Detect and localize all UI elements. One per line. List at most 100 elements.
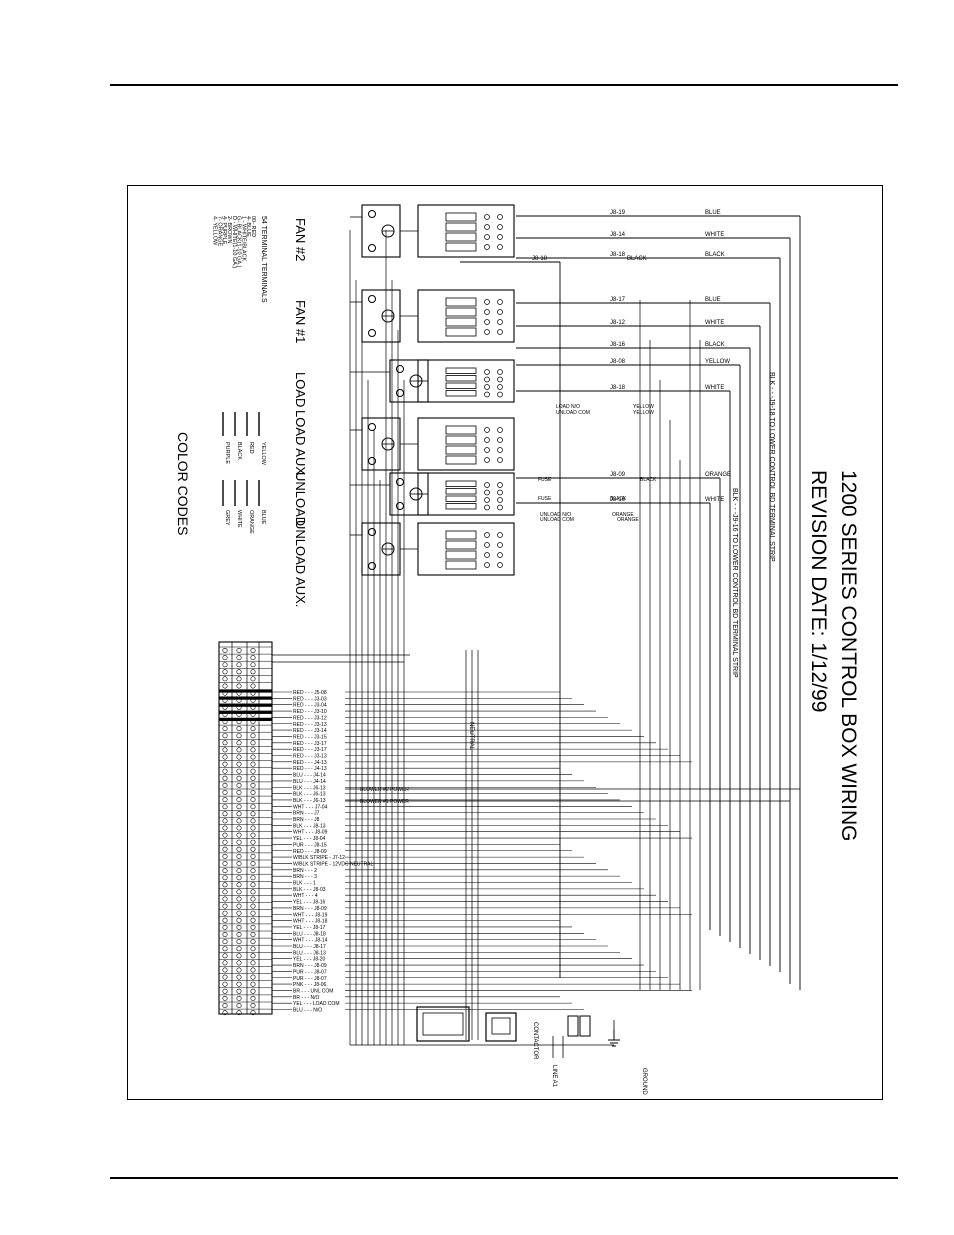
mid-label: UNLOAD COM — [556, 410, 590, 416]
terminal-cell-b — [236, 768, 242, 774]
terminal-cell-b — [236, 917, 242, 923]
terminal-row-label: YEL - - - J8-04 — [293, 836, 326, 842]
contact-slot — [445, 530, 477, 540]
terminal-screw — [368, 562, 376, 570]
terminal-row-label: RED - - - J4-13 — [293, 766, 327, 772]
relay-1 — [350, 204, 515, 258]
contact-screw — [497, 384, 503, 390]
contact-screw — [497, 437, 503, 443]
terminal-cell-c — [250, 860, 256, 866]
contact-screw — [484, 391, 490, 398]
terminal-cell-c — [250, 946, 256, 952]
terminal-cell-a — [222, 995, 228, 1001]
contact-slot — [445, 307, 477, 317]
terminal-row-label: WHT - - - 4 — [293, 893, 318, 899]
terminal-cell-c — [250, 981, 256, 987]
terminal-cell-c — [250, 740, 256, 746]
color-code-label: GREY — [224, 510, 230, 526]
contact-screw — [484, 309, 490, 315]
contact-slot — [445, 367, 477, 374]
contact-screw — [497, 497, 503, 503]
terminal-cell-b — [236, 676, 242, 682]
terminal-cell-a — [222, 967, 228, 973]
terminal-row-label: RED - - - J3-03 — [293, 696, 327, 702]
contact-slot — [445, 480, 477, 487]
contact-slot — [445, 560, 477, 570]
contact-screw — [484, 552, 490, 558]
contact-slot — [445, 425, 477, 435]
terminal-cell-b — [236, 988, 242, 994]
terminal-cell-a — [222, 662, 228, 668]
terminal-cell-a — [222, 647, 228, 653]
terminal-cell-b — [236, 726, 242, 732]
mid-label: UNLOAD N/O — [540, 512, 571, 518]
contact-screw — [497, 214, 503, 220]
terminal-cell-c — [250, 924, 256, 930]
terminal-cell-a — [222, 683, 228, 689]
terminal-row-label: WHT - - - J8-14 — [293, 938, 328, 944]
legend-item: D - WHITE(1-10 GA.) — [231, 216, 237, 268]
contact-screw — [497, 369, 503, 375]
terminal-screw — [396, 389, 404, 397]
wire-code: J8-17 — [610, 297, 626, 303]
contact-screw — [497, 299, 503, 305]
terminal-cell-c — [250, 683, 256, 689]
label-fan-1: FAN #1 — [293, 300, 308, 343]
terminal-row-label: BLU - - - J8-18 — [293, 931, 326, 937]
jumper-bar — [219, 696, 272, 700]
terminal-row-label: RED - - - J3-17 — [293, 747, 327, 753]
terminal-row-label: PNK - - - J8-06 — [293, 982, 327, 988]
terminal-cell-b — [236, 747, 242, 753]
terminal-screw — [368, 423, 376, 431]
terminal-cell-c — [250, 804, 256, 810]
terminal-cell-b — [236, 1010, 242, 1016]
terminal-row-label: WHT - - - J8-18 — [293, 919, 328, 925]
contact-slot — [445, 297, 477, 307]
terminal-cell-a — [222, 939, 228, 945]
wire-color: WHITE — [705, 232, 724, 238]
wire-color: BLACK — [705, 252, 725, 258]
contact-slot — [445, 455, 477, 465]
jumper-bar — [219, 710, 272, 714]
terminal-cell-b — [236, 740, 242, 746]
diagram-frame — [127, 185, 883, 1100]
contact-screw — [497, 457, 503, 463]
terminal-row-label: WHT - - - J8-09 — [293, 830, 328, 836]
wire-code: J8-19 — [610, 210, 626, 216]
terminal-row-label: BRN - - - J8 — [293, 817, 320, 823]
contact-screw — [484, 329, 490, 335]
contact-screw — [497, 329, 503, 335]
terminal-cell-a — [222, 655, 228, 661]
contact-screw — [497, 482, 503, 488]
terminal-screw — [368, 329, 376, 337]
wire-code: J8-09 — [610, 472, 626, 478]
contact-screw — [484, 224, 490, 230]
terminal-cell-a — [222, 789, 228, 795]
contact-slot — [445, 242, 477, 252]
terminal-cell-b — [236, 839, 242, 845]
terminal-row-label: WHT - - - J8-19 — [293, 912, 328, 918]
terminal-row-label: PUR - - - J8-07 — [293, 969, 327, 975]
terminal-screw — [368, 244, 376, 252]
terminal-cell-c — [250, 811, 256, 817]
contact-screw — [497, 244, 503, 250]
wire-color: BLUE — [705, 210, 721, 216]
terminal-cell-b — [236, 775, 242, 781]
terminal-cell-c — [250, 726, 256, 732]
terminal-cell-c — [250, 931, 256, 937]
color-code-label: ORANGE — [248, 510, 254, 534]
bottom-relay-block — [416, 1006, 470, 1042]
ground-label: GROUND — [641, 1068, 647, 1095]
terminal-cell-b — [236, 655, 242, 661]
terminal-cell-b — [236, 1002, 242, 1008]
mid-label: YELLOW — [633, 404, 654, 410]
terminal-row-label: RED - - - J3-10 — [293, 709, 327, 715]
terminal-row-label: YEL - - - J8-20 — [293, 957, 326, 963]
terminal-cell-a — [222, 754, 228, 760]
terminal-screw — [396, 502, 404, 510]
terminal-cell-b — [236, 825, 242, 831]
terminal-cell-a — [222, 818, 228, 824]
